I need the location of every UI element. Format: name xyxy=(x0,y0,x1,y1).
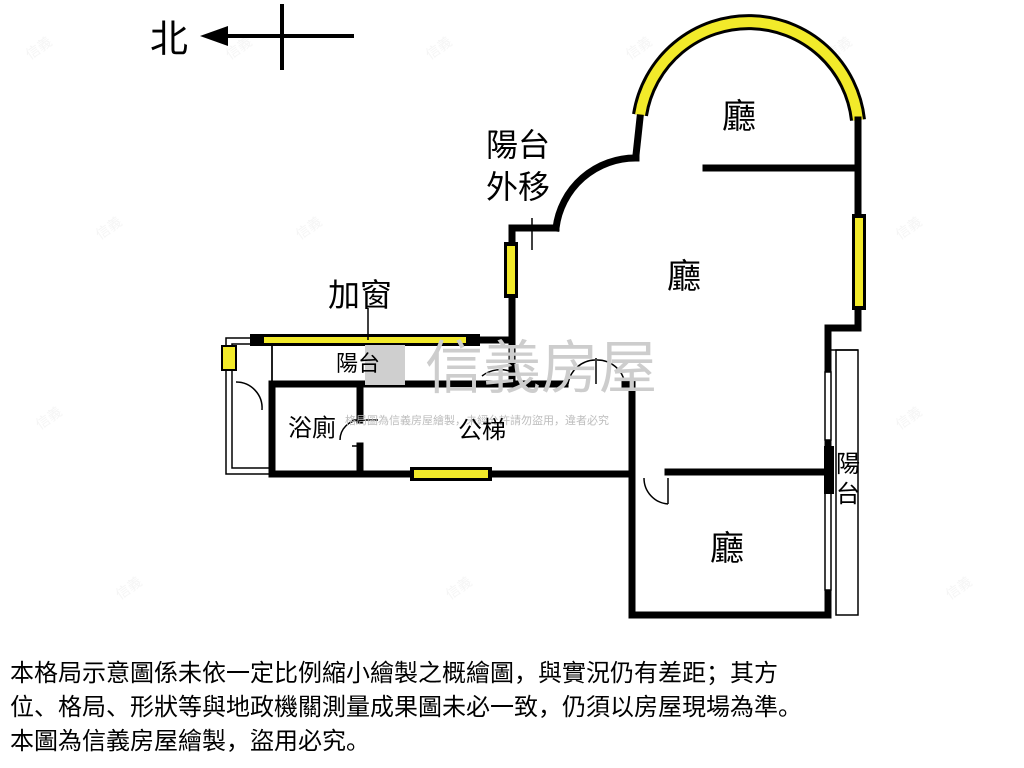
small-side-window xyxy=(221,345,237,371)
balcony-right-label-line1: 陽 xyxy=(836,450,860,478)
added-window-glass xyxy=(264,337,466,343)
svg-text:信義: 信義 xyxy=(93,213,126,243)
brand-watermark: 信義房屋 格局圖為信義房屋繪製，未經允許請勿盜用，違者必究 xyxy=(345,334,657,427)
right-window-glass xyxy=(855,218,863,306)
svg-text:信義: 信義 xyxy=(293,213,326,243)
svg-text:信義: 信義 xyxy=(893,213,926,243)
added-window-label: 加窗 xyxy=(328,276,392,314)
windows xyxy=(221,214,866,481)
bottom-room-door-arc xyxy=(643,477,669,505)
room-balcony-small: 陽台 xyxy=(336,352,380,377)
watermark-brand: 信義房屋 xyxy=(425,334,657,402)
room-stairs: 公梯 xyxy=(458,416,506,444)
svg-text:信義: 信義 xyxy=(113,573,146,603)
double-door-left-arc xyxy=(567,359,596,385)
bathroom-door-arc xyxy=(339,419,361,441)
bathroom-balcony-door-arc xyxy=(235,381,263,411)
doors xyxy=(235,358,669,505)
balcony-door-arc xyxy=(481,368,513,377)
room-hall-bottom: 廳 xyxy=(710,529,744,569)
svg-text:信義: 信義 xyxy=(443,573,476,603)
north-label: 北 xyxy=(150,17,188,61)
north-arrow-icon xyxy=(200,26,228,46)
watermark-notice: 格局圖為信義房屋繪製，未經允許請勿盜用，違者必究 xyxy=(345,413,609,427)
curved-window-glass xyxy=(635,17,863,121)
floor-plan: 信義 信義 信義 信義 信義 信義 信義 信義 信義 信義 信義 信義 信義 北 xyxy=(23,4,976,619)
disclaimer-line3: 本圖為信義房屋繪製，盜用必究。 xyxy=(10,727,370,755)
svg-text:信義: 信義 xyxy=(623,33,656,63)
balcony-right-label-line2: 台 xyxy=(836,480,860,508)
brand-logo-icon xyxy=(365,345,405,385)
balcony-moved-label-line2: 外移 xyxy=(486,168,550,206)
north-compass: 北 xyxy=(150,4,354,70)
svg-text:信義: 信義 xyxy=(423,33,456,63)
svg-text:信義: 信義 xyxy=(943,573,976,603)
svg-text:信義: 信義 xyxy=(893,403,926,433)
balcony-moved-label-line1: 陽台 xyxy=(486,126,550,164)
room-hall-top: 廳 xyxy=(722,97,756,137)
double-door-right-arc xyxy=(596,359,626,385)
svg-text:信義: 信義 xyxy=(23,33,56,63)
corridor-window-glass xyxy=(414,470,488,478)
room-bathroom: 浴廁 xyxy=(288,414,336,442)
disclaimer-line1: 本格局示意圖係未依一定比例縮小繪製之概繪圖，與實況仍有差距；其方 xyxy=(10,659,778,687)
disclaimer-line2: 位、格局、形狀等與地政機關測量成果圖未必一致，仍須以房屋現場為準。 xyxy=(10,693,802,721)
svg-text:信義: 信義 xyxy=(33,403,66,433)
disclaimer: 本格局示意圖係未依一定比例縮小繪製之概繪圖，與實況仍有差距；其方 位、格局、形狀… xyxy=(10,656,1014,758)
balcony-pillar xyxy=(824,446,834,494)
background-watermark-pattern: 信義 信義 信義 信義 信義 信義 信義 信義 信義 信義 信義 信義 信義 xyxy=(23,33,976,603)
thin-outlines xyxy=(225,337,859,616)
room-hall-middle: 廳 xyxy=(667,257,701,297)
balcony-window-glass xyxy=(507,246,515,294)
